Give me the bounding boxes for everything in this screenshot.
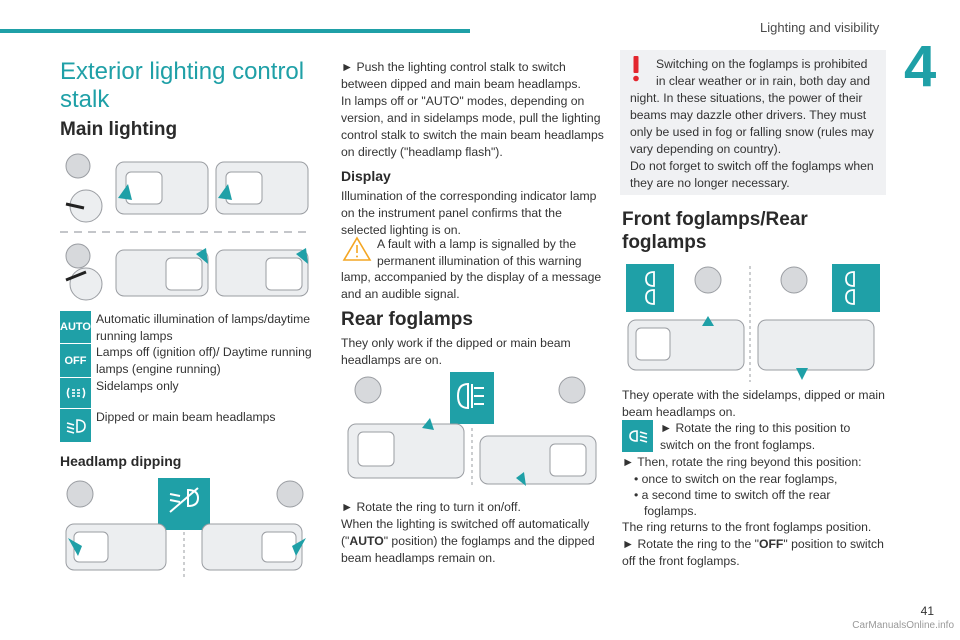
col3-warn-line2: in clear weather or in rain, both day an… bbox=[656, 74, 871, 88]
col2-display-text: Illumination of the corresponding indica… bbox=[341, 189, 597, 237]
col2-warn-line3: lamp, accompanied by the display of a me… bbox=[341, 270, 602, 301]
col2-warn-line2: permanent illumination of this warning bbox=[377, 254, 582, 268]
legend-sidelamps: Sidelamps only bbox=[60, 378, 311, 408]
col3-warn-line4: Do not forget to switch off the foglamps… bbox=[630, 159, 874, 190]
legend-off-text: Lamps off (ignition off)/ Daytime runnin… bbox=[96, 345, 312, 376]
page-title-line2: stalk bbox=[60, 86, 110, 113]
main-lighting-illustration bbox=[56, 150, 316, 306]
heading-headlamp-dipping: Headlamp dipping bbox=[60, 453, 182, 469]
col3-title-block: Front foglamps/Rear foglamps bbox=[622, 208, 882, 254]
headlamps-icon bbox=[60, 409, 91, 442]
heading-front-rear-foglamps-line1: Front foglamps/Rear bbox=[622, 209, 808, 230]
front-foglamps-icon bbox=[622, 420, 653, 452]
col3-operate-text: They operate with the sidelamps, dipped … bbox=[622, 388, 885, 419]
legend-headlamps: Dipped or main beam headlamps bbox=[60, 409, 311, 442]
col3-bullet-2a: • a second time to switch off the rear bbox=[634, 488, 831, 502]
col2-warn-line1: A fault with a lamp is signalled by the bbox=[377, 237, 577, 251]
legend-sidelamps-text: Sidelamps only bbox=[96, 379, 179, 393]
col3-bullet-1: • once to switch on the rear foglamps, bbox=[634, 472, 838, 486]
col3-bullet-2b: foglamps. bbox=[644, 504, 697, 518]
col3-rotate-line2: switch on the front foglamps. bbox=[660, 438, 816, 452]
auto-icon: AUTO bbox=[60, 311, 91, 343]
page-number: 41 bbox=[920, 604, 934, 618]
heading-front-rear-foglamps-line2: foglamps bbox=[622, 232, 707, 253]
off-icon: OFF bbox=[60, 344, 91, 377]
section-title: Lighting and visibility bbox=[760, 20, 880, 35]
headlamp-dipping-illustration bbox=[56, 476, 316, 580]
chapter-number: 4 bbox=[904, 34, 937, 99]
watermark: CarManualsOnline.info bbox=[852, 620, 954, 631]
col2-auto-note: When the lighting is switched off automa… bbox=[341, 517, 595, 565]
warning-triangle-icon bbox=[342, 236, 372, 261]
exclamation-icon bbox=[632, 56, 640, 87]
legend-auto: AUTO Automatic illumination of lamps/day… bbox=[60, 311, 311, 345]
legend-auto-text: Automatic illumination of lamps/daytime … bbox=[96, 312, 311, 343]
col2-rear-foglamps-text: They only work if the dipped or main bea… bbox=[341, 336, 571, 367]
col1-title-block: Exterior lighting control stalk bbox=[60, 58, 310, 114]
col3-warn-line1: Switching on the foglamps is prohibited bbox=[656, 57, 868, 71]
legend-headlamps-text: Dipped or main beam headlamps bbox=[96, 410, 276, 424]
col2-headlamp-flash-text: In lamps off or "AUTO" modes, depending … bbox=[341, 94, 604, 159]
col2-intro: ► Push the lighting control stalk to swi… bbox=[341, 59, 605, 161]
top-accent-bar bbox=[0, 29, 470, 33]
heading-main-lighting: Main lighting bbox=[60, 119, 178, 140]
legend-off: OFF Lamps off (ignition off)/ Daytime ru… bbox=[60, 344, 321, 378]
heading-rear-foglamps: Rear foglamps bbox=[341, 309, 473, 330]
col3-warn-line3: night. In these situations, the power of… bbox=[630, 91, 874, 156]
heading-display: Display bbox=[341, 168, 391, 184]
col3-rotate-line1: ► Rotate the ring to this position to bbox=[660, 421, 851, 435]
page-title-line1: Exterior lighting control bbox=[60, 58, 305, 85]
sidelamps-icon bbox=[60, 378, 91, 408]
col3-returns-text: The ring returns to the front foglamps p… bbox=[622, 520, 872, 534]
col2-push-stalk-text: ► Push the lighting control stalk to swi… bbox=[341, 60, 581, 91]
rear-foglamps-illustration bbox=[340, 370, 604, 490]
foglamps-warning-box: Switching on the foglamps is prohibited … bbox=[620, 50, 886, 195]
col3-off-text: ► Rotate the ring to the "OFF" position … bbox=[622, 537, 884, 568]
col3-beyond-text: ► Then, rotate the ring beyond this posi… bbox=[622, 455, 862, 469]
col2-rotate-text: ► Rotate the ring to turn it on/off. bbox=[341, 500, 521, 514]
front-rear-foglamps-illustration bbox=[622, 262, 886, 384]
